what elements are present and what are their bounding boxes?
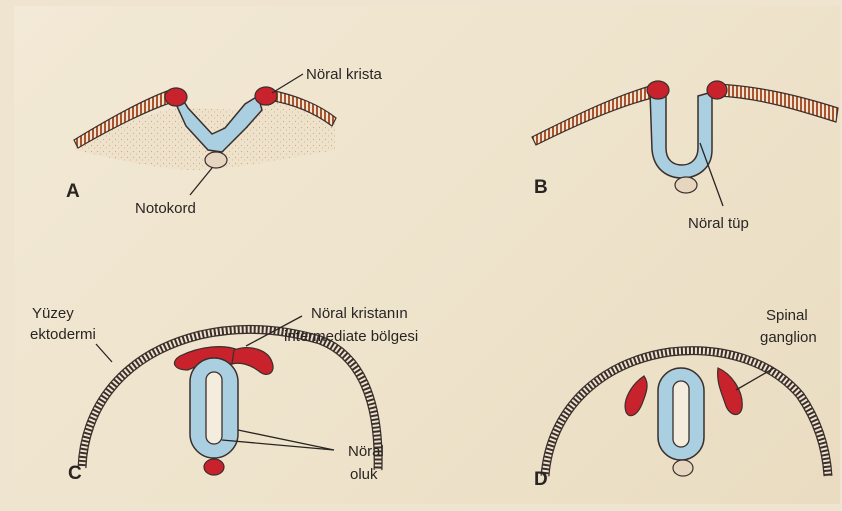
panel-a-letter: A (66, 181, 80, 202)
panel-a-crest-label: Nöral krista (306, 66, 383, 83)
panel-c: Yüzey ektodermi Nöral kristanın intermed… (30, 305, 418, 484)
panel-b-notochord (675, 177, 697, 193)
panel-a-notochord-leader (190, 168, 212, 195)
panel-d-ganglion-leader (736, 368, 774, 390)
panel-b-tube-label: Nöral tüp (688, 215, 749, 232)
panel-a-crest-leader (272, 74, 303, 93)
panel-c-ectoderm-leader (96, 344, 112, 362)
panel-c-groove-leader-2 (222, 440, 334, 450)
panel-d-notochord (673, 460, 693, 476)
panel-c-notochord (204, 459, 224, 475)
panel-c-neural-canal (206, 372, 222, 444)
panel-b-neural-crest-right (707, 81, 727, 99)
panel-c-crest-label-1: Nöral kristanın (311, 305, 408, 322)
panel-d-ganglion-label-1: Spinal (766, 307, 808, 324)
panel-b-neural-tube (650, 92, 712, 178)
panel-c-letter: C (68, 463, 82, 484)
panel-c-groove-label-1: Nöral (348, 443, 384, 460)
panel-d: Spinal ganglion D (534, 307, 828, 490)
panel-d-ganglion-label-2: ganglion (760, 329, 817, 346)
panel-b-neural-crest-left (647, 81, 669, 99)
panel-c-crest-label-2: intermediate bölgesi (284, 328, 418, 345)
panel-b-ectoderm-left (532, 86, 652, 145)
panel-a-neural-crest-right (255, 87, 277, 105)
panel-c-ectoderm-label-2: ektodermi (30, 326, 96, 343)
panel-a-notochord-label: Notokord (135, 200, 196, 217)
panel-b-ectoderm-right (716, 84, 838, 122)
panel-b-letter: B (534, 177, 548, 198)
panel-c-neural-crest-right (232, 348, 273, 375)
panel-b: Nöral tüp B (532, 81, 838, 232)
panel-a-notochord (205, 152, 227, 168)
panel-d-spinal-ganglion-left (625, 376, 647, 416)
panel-c-groove-label-2: oluk (350, 466, 378, 483)
panel-c-groove-leader (238, 430, 334, 450)
panel-a-neural-crest-left (165, 88, 187, 106)
panel-d-letter: D (534, 469, 548, 490)
panel-d-spinal-ganglion-right (718, 368, 743, 415)
panel-c-ectoderm-label-1: Yüzey (32, 305, 74, 322)
panel-a: Nöral krista Notokord A (66, 66, 383, 217)
panel-d-neural-canal (673, 381, 689, 447)
